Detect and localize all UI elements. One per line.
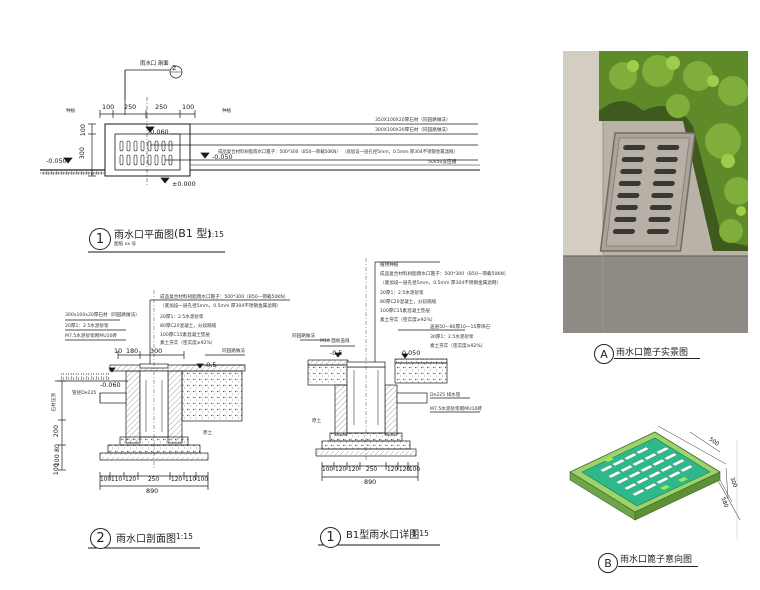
s2-dim-top-3: 300	[150, 347, 163, 355]
plan-paving-label: 种植	[222, 109, 232, 114]
s2-note-center-6: 素土夯实（密实度≥92%）	[160, 341, 216, 346]
photo-a-marker: A	[594, 344, 614, 364]
s1-level-b: 0.050	[402, 349, 421, 357]
plan-side-label: 种植	[66, 109, 76, 114]
s1-level-a: -0.5	[330, 349, 343, 357]
s1-pipe-label: De225 排水管	[430, 393, 461, 398]
s2-dim-top-2: 180	[126, 347, 139, 355]
plan-level-left: -0.050	[46, 157, 67, 165]
grate-photo	[563, 51, 748, 333]
plan-title: 雨水口平面图	[114, 230, 174, 241]
s2-note-center-2: （底加设一层孔径5mm，0.5mm 厚304不锈钢金属滤网）	[160, 304, 282, 309]
plan-dim-4: 100	[182, 103, 195, 111]
plan-marker: 1	[89, 228, 111, 250]
s2-pipe-label: 管径De225	[72, 391, 97, 396]
plan-dim-3: 250	[155, 103, 168, 111]
s2-note-left-2: 20厚1：2.5水泥砂浆	[65, 324, 109, 329]
photo-a-underline	[614, 358, 700, 359]
plan-note-2: 300X100X20厚石材（同园路做法）	[375, 128, 451, 133]
s1-note-right-2: 30厚1：2.5水泥砂浆	[430, 335, 474, 340]
s1-note-right-1: 盖层50—80厚10—15厚块石	[430, 325, 491, 330]
s1-note-top-6: 100厚C15素混凝土垫层	[380, 309, 430, 314]
plan-note-4: 50x50宽压槽	[428, 160, 457, 165]
section-1	[300, 258, 480, 481]
s2-vdim-3: 100	[51, 463, 60, 476]
s2-dim-b-2: 110	[111, 477, 123, 483]
s2-note-center-3: 20厚1：2.5水泥砂浆	[160, 315, 204, 320]
s1-dim-b-2: 120	[335, 467, 347, 473]
plan-level-inner: -0.060	[148, 128, 169, 136]
plan-scale: 1:15	[207, 230, 224, 239]
plan-note-3: 成品复合材料树脂雨水口篦子：500*300（B50—荷载50KN） （底加设一层…	[218, 150, 458, 155]
s2-note-center-5: 100厚C15素混凝土垫层	[160, 333, 210, 338]
s2-marker: 2	[90, 528, 111, 549]
s2-note-left-1: 300x100x20厚石材（同园路做法）	[65, 313, 140, 318]
plan-dim-1: 100	[102, 103, 115, 111]
s1-title: B1型雨水口详图	[346, 530, 420, 541]
s1-note-top-5: 80厚C20混凝土，分段隔缝	[380, 300, 437, 305]
s2-dim-total: 890	[146, 487, 159, 495]
s1-scale: 1:15	[412, 529, 429, 538]
plan-dim-left: 300	[77, 147, 86, 160]
s2-level-a: -0.060	[100, 381, 121, 389]
grate-render	[560, 410, 740, 535]
s1-dim-b-4: 250	[366, 467, 378, 473]
s2-scale: 1:15	[176, 532, 193, 541]
s2-dim-b-5: 120	[171, 477, 183, 483]
s2-note-center-1: 成品复合材料树脂雨水口篦子：500*300（B50—荷载50KN）	[160, 295, 289, 300]
s1-dim-b-5: 120	[387, 467, 399, 473]
s2-dim-top-1: 10	[114, 347, 123, 355]
s2-dim-b-3: 120	[125, 477, 137, 483]
s2-dim-b-1: 100	[100, 477, 112, 483]
photo-a-caption: 雨水口篦子实景图	[616, 348, 689, 358]
plan-ref-label: 雨水口 剖面	[140, 61, 169, 67]
s1-note-top-4: 20厚1：2.5水泥砂浆	[380, 291, 424, 296]
s1-marker: 1	[320, 527, 341, 548]
s1-left-label: 同园路做法	[292, 334, 315, 339]
s1-ground-label: 原土	[312, 419, 322, 424]
photo-b-marker: B	[598, 553, 618, 573]
s1-note-top-3: （底加设一层孔径5mm，0.5mm 厚304不锈钢金属滤网）	[380, 281, 502, 286]
section-2	[55, 290, 290, 490]
s1-dim-b-1: 100	[322, 467, 334, 473]
s2-note-center-4: 80厚C20混凝土，分段隔缝	[160, 324, 217, 329]
s1-mortar-label: M7.5水泥砂浆砌MU10砖	[430, 407, 483, 412]
s2-vdim-1: 200	[51, 425, 60, 438]
s2-left-label: 石材压顶	[51, 393, 57, 412]
s1-note-right-3: 素土夯实（密实度≥92%）	[430, 344, 486, 349]
grate-render-art	[569, 425, 733, 521]
plan-view	[40, 69, 480, 185]
photo-b-underline	[618, 566, 698, 567]
s1-dim-total: 890	[364, 478, 377, 486]
plan-note-1: 350X100X20厚石材（同园路做法）	[375, 118, 451, 123]
photo-b-caption: 雨水口篦子意向图	[620, 555, 693, 565]
s2-level-b: -0.5	[204, 361, 217, 369]
s2-title: 雨水口剖面图	[116, 534, 176, 545]
plan-level-bottom: ±0.000	[172, 180, 196, 188]
s1-note-top-7: 素土夯实（密实度≥92%）	[380, 318, 436, 323]
s2-dim-b-7: 100	[197, 477, 209, 483]
s1-note-top-2: 成品复合材料树脂雨水口篦子：500*300（B50—荷载50KN）	[380, 272, 509, 277]
s1-dim-b-6: 120	[399, 467, 411, 473]
s2-ground-label: 原土	[203, 431, 213, 436]
s2-dim-b-4: 250	[148, 477, 160, 483]
plan-title-type: (B1 型)	[174, 227, 212, 240]
plan-dim-left-2: 100	[78, 124, 87, 137]
plan-dim-2: 250	[124, 103, 137, 111]
plan-ref-marker: 2	[172, 64, 177, 72]
plan-level-right: -0.050	[212, 153, 233, 161]
s2-road-label: 同园路做法	[222, 349, 245, 354]
s1-note-top-1: 植物种植	[380, 263, 399, 268]
s2-note-left-3: M7.5水泥砂浆砌MU10砖	[65, 334, 118, 339]
s1-top-left-label: M10 面板盖缝	[320, 339, 350, 344]
grate-photo-art	[563, 51, 748, 333]
plan-sub-label: 图纸 xx 号	[114, 242, 137, 247]
s1-dim-b-7: 100	[409, 467, 421, 473]
s1-dim-b-3: 120	[348, 467, 360, 473]
s2-dim-b-6: 110	[185, 477, 197, 483]
